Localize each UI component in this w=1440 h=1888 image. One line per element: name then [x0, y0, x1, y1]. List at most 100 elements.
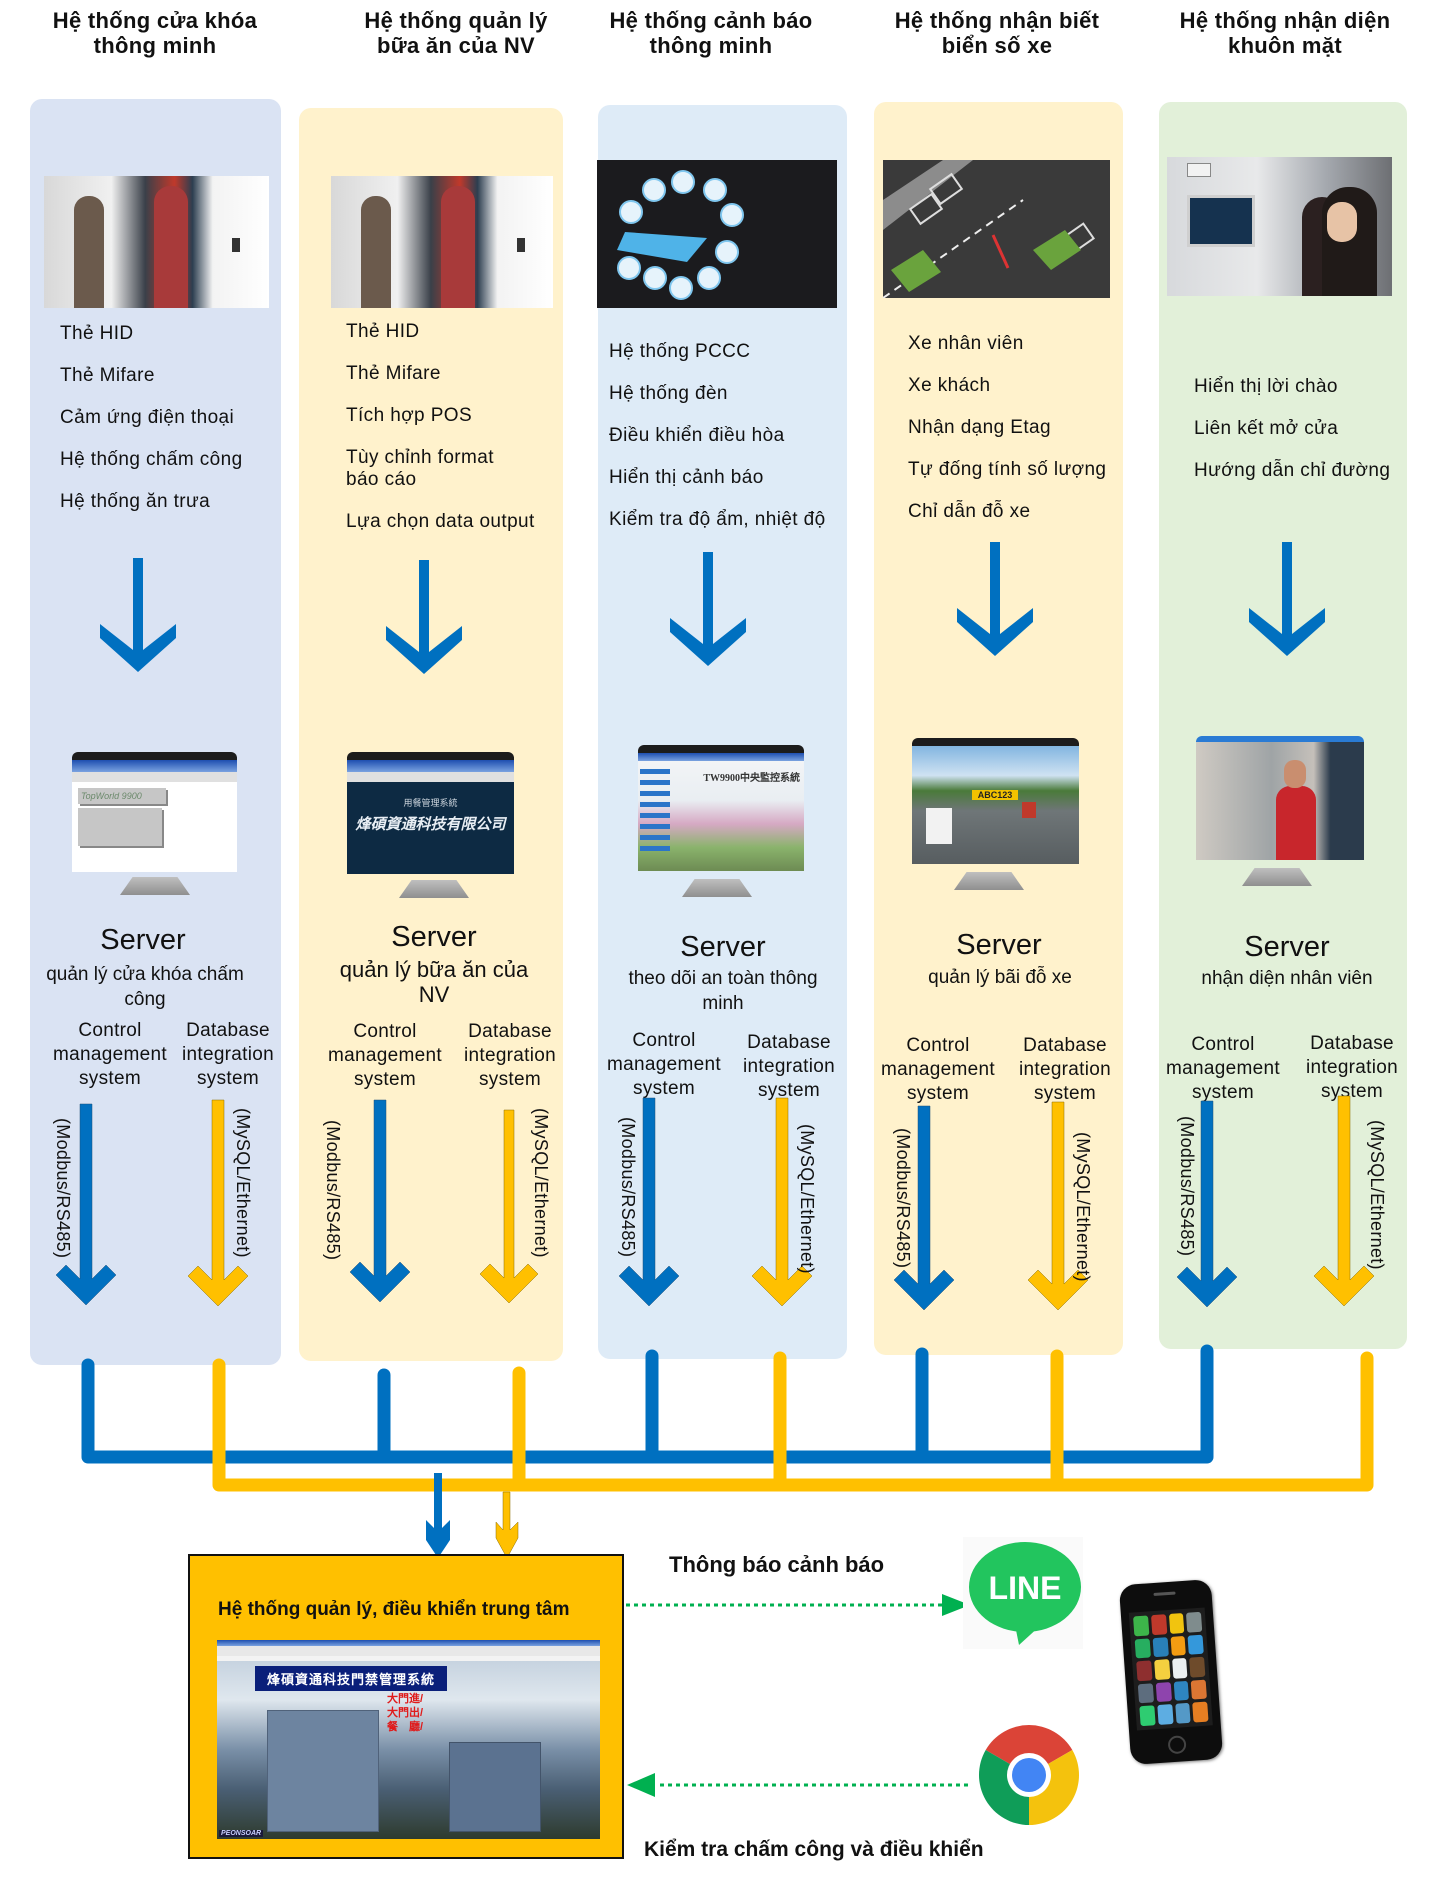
protocol-label-modbus: (Modbus/RS485): [323, 1120, 343, 1261]
label-line: Control: [353, 1021, 417, 1042]
down-arrow-icon: [957, 542, 1033, 656]
feature-item: Hiển thị cảnh báo: [609, 467, 764, 488]
server-subtitle: quản lý bữa ăn của NV: [322, 957, 546, 1007]
monitor-screen-text: TopWorld 9900: [78, 788, 166, 804]
title-line: khuôn mặt: [1228, 33, 1342, 58]
panel-alert: [598, 105, 847, 1359]
server-subtitle-line: minh: [702, 993, 744, 1014]
control-to-central-arrow-icon: [426, 1473, 450, 1558]
alert-notification-label: Thông báo cảnh báo: [669, 1552, 885, 1577]
server-title: Server: [1244, 931, 1330, 963]
feature-item: Hệ thống PCCC: [609, 341, 751, 362]
database-to-central-arrow-icon: [495, 1491, 519, 1559]
database-bus: [212, 1349, 1374, 1492]
column-title-alert: Hệ thống cảnh báo thông minh: [561, 8, 861, 58]
label-line: Database: [186, 1020, 270, 1041]
feature-item: Điều khiển điều hòa: [609, 425, 785, 446]
panel-plate: [874, 102, 1123, 1355]
control-arrow-icon: [1176, 1100, 1238, 1308]
feature-item: Xe khách: [908, 375, 991, 396]
photo-parking-barrier: [883, 160, 1110, 298]
label-line: system: [354, 1069, 416, 1090]
control-management-label: Control management system: [873, 1034, 1003, 1106]
server-subtitle-line: quản lý bãi đỗ xe: [928, 967, 1072, 988]
protocol-label-mysql: (MySQL/Ethernet): [1367, 1120, 1387, 1270]
central-screen-line: 餐 廳/: [387, 1721, 424, 1733]
database-arrow-icon: [751, 1097, 813, 1307]
label-line: management: [53, 1044, 167, 1065]
label-line: system: [1034, 1083, 1096, 1104]
control-arrow-icon: [893, 1105, 955, 1311]
protocol-label-modbus: (Modbus/RS485): [53, 1118, 73, 1259]
down-arrow-icon: [386, 560, 462, 674]
label-line: Database: [1310, 1033, 1394, 1054]
label-line: management: [881, 1059, 995, 1080]
control-arrow-icon: [618, 1097, 680, 1307]
central-screen: 烽碩資通科技門禁管理系統 大門進/ 大門出/ 餐 廳/ PEONSOAR: [217, 1640, 600, 1839]
server-subtitle: quản lý cửa khóa chấm công: [33, 962, 257, 1012]
title-line: Hệ thống quản lý: [364, 8, 548, 33]
database-integration-label: Database integration system: [1296, 1032, 1408, 1104]
control-management-label: Control management system: [1158, 1033, 1288, 1105]
label-line: management: [1166, 1058, 1280, 1079]
smartphone-icon: [1118, 1579, 1224, 1765]
monitor-meal-server: 用餐管理系統 烽碩資通科技有限公司: [347, 752, 514, 900]
feature-item: Thẻ HID: [60, 323, 134, 344]
label-line: Control: [906, 1035, 970, 1056]
alert-arrowhead-icon: [942, 1594, 970, 1616]
server-subtitle-line: nhận diện nhân viên: [1201, 968, 1373, 989]
protocol-label-mysql: (MySQL/Ethernet): [797, 1124, 817, 1274]
label-line: integration: [181, 1044, 275, 1065]
database-arrow-icon: [187, 1099, 249, 1307]
feature-item: Chỉ dẫn đỗ xe: [908, 501, 1031, 522]
feature-item: Tùy chỉnh format báo cáo: [346, 447, 494, 490]
monitor-alert-server: TW9900中央監控系統: [638, 745, 804, 903]
column-title-meal: Hệ thống quản lý bữa ăn của NV: [306, 8, 606, 58]
flow-arrows: [100, 542, 1325, 674]
database-arrow-icon: [479, 1109, 539, 1304]
label-line: management: [607, 1054, 721, 1075]
panel-meal: [299, 108, 563, 1361]
feature-item: Hướng dẫn chỉ đường: [1194, 460, 1391, 481]
protocol-label-mysql: (MySQL/Ethernet): [233, 1108, 253, 1258]
feature-item: Hiển thị lời chào: [1194, 376, 1338, 397]
license-plate-text: ABC123: [972, 790, 1018, 800]
label-line: integration: [742, 1056, 836, 1077]
database-arrow-icon: [1027, 1101, 1089, 1311]
photo-door-card-reader: [44, 176, 269, 308]
feature-item: Tự đống tính số lượng: [908, 459, 1107, 480]
monitor-smart-lock-server: TopWorld 9900: [72, 752, 237, 900]
attendance-control-label: Kiểm tra chấm công và điều khiển: [644, 1838, 984, 1861]
label-line: integration: [1018, 1059, 1112, 1080]
label-line: management: [328, 1045, 442, 1066]
column-title-plate: Hệ thống nhận biết biển số xe: [847, 8, 1147, 58]
server-subtitle-line: quản lý cửa khóa chấm: [46, 964, 244, 985]
title-line: thông minh: [649, 33, 773, 58]
label-line: Database: [747, 1032, 831, 1053]
server-subtitle-line: công: [124, 989, 166, 1010]
feature-item: Hệ thống đèn: [609, 383, 728, 404]
protocol-label-modbus: (Modbus/RS485): [893, 1128, 913, 1269]
line-app-icon[interactable]: LINE: [963, 1537, 1083, 1649]
control-management-label: Control management system: [45, 1019, 175, 1091]
protocol-label-modbus: (Modbus/RS485): [1177, 1116, 1197, 1257]
label-line: Control: [1191, 1034, 1255, 1055]
label-line: system: [1321, 1081, 1383, 1102]
protocol-label-mysql: (MySQL/Ethernet): [1073, 1132, 1093, 1282]
label-line: system: [758, 1080, 820, 1101]
label-line: system: [907, 1083, 969, 1104]
feature-item: Liên kết mở cửa: [1194, 418, 1339, 439]
server-subtitle-line: theo dõi an toàn thông: [628, 968, 818, 989]
feature-item: Hệ thống ăn trưa: [60, 491, 211, 512]
label-line: system: [197, 1068, 259, 1089]
monitor-face-server: [1196, 736, 1364, 898]
line-logo-text: LINE: [989, 1570, 1062, 1606]
database-arrow-icon: [1313, 1095, 1375, 1307]
protocol-label-modbus: (Modbus/RS485): [618, 1117, 638, 1258]
chrome-browser-icon[interactable]: [977, 1720, 1081, 1830]
feature-item: Hệ thống chấm công: [60, 449, 243, 470]
label-line: Database: [1023, 1035, 1107, 1056]
label-line: Control: [78, 1020, 142, 1041]
photo-smart-home-icons: [597, 160, 841, 310]
